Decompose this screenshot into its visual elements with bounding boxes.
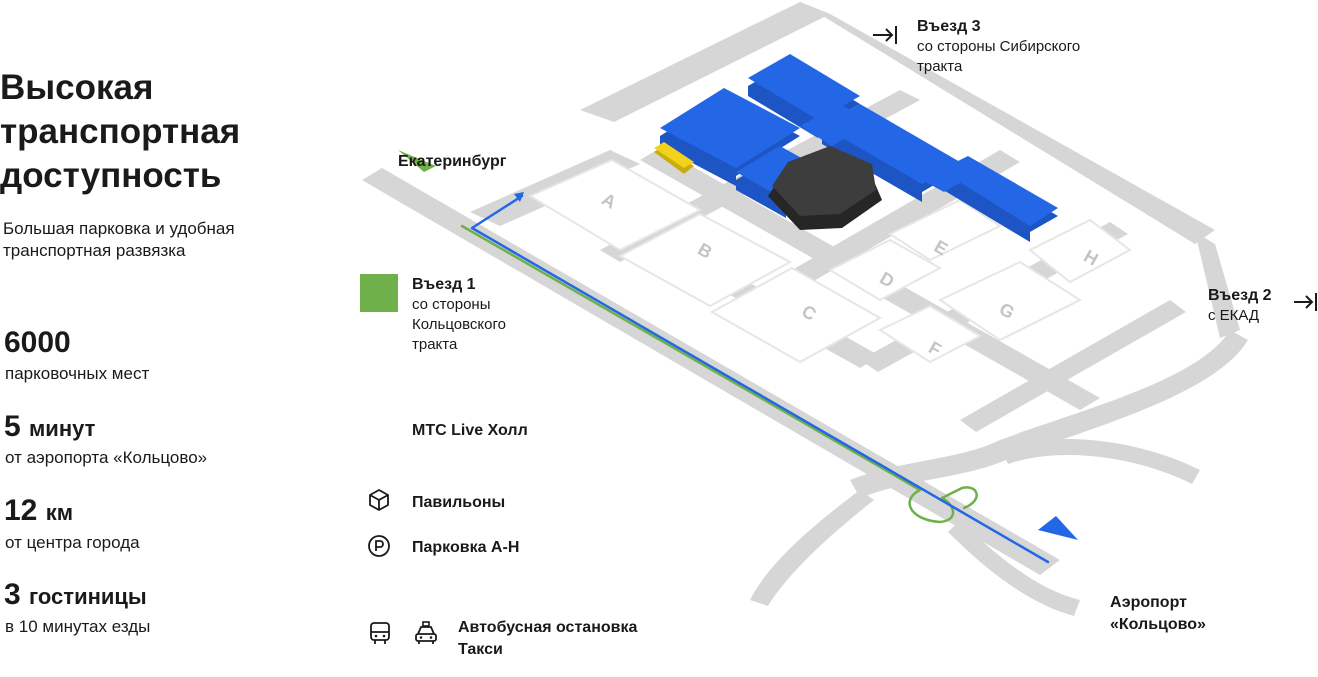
stat-center-caption: от центра города xyxy=(5,533,140,552)
stat-parking-number: 6000 xyxy=(4,326,71,360)
stat-center-number: 12 км xyxy=(4,494,73,530)
zone-h xyxy=(1028,218,1132,284)
entry-1-line-3: тракта xyxy=(412,336,458,353)
green-route xyxy=(460,224,978,524)
entry-3-line-1: со стороны Сибирского xyxy=(917,38,1081,55)
stat-unit: минут xyxy=(29,416,96,441)
routes xyxy=(460,192,1050,564)
stat-value: 5 xyxy=(4,410,21,443)
entry-1-swatch xyxy=(360,274,398,312)
parking-zones xyxy=(527,158,1132,364)
airport-label: Аэропорт «Кольцово» xyxy=(1110,592,1270,636)
bus-icon xyxy=(370,622,390,644)
legend-taxi-label: Такси xyxy=(458,641,503,658)
legend-pavilions: Павильоны xyxy=(412,494,506,511)
stat-airport-number: 5 минут xyxy=(4,410,95,446)
airport-label-line-2: «Кольцово» xyxy=(1110,616,1206,633)
legend-bus-taxi: Автобусная остановка Такси xyxy=(458,617,637,661)
pavilion-connector-1 xyxy=(800,104,872,146)
zone-g xyxy=(937,260,1083,342)
entry-2-title: Въезд 2 xyxy=(1208,287,1272,304)
zone-b xyxy=(617,212,793,308)
ekaterinburg-label: Екатеринбург xyxy=(398,153,507,170)
entry-1-line-2: Кольцовского xyxy=(412,316,506,333)
pavilion-2 xyxy=(748,54,860,120)
entry-3-label: Въезд 3 со стороны Сибирского тракта xyxy=(917,17,1137,77)
zone-d xyxy=(827,238,943,302)
parking-p-icon xyxy=(368,535,390,557)
stat-parking-caption: парковочных мест xyxy=(5,364,150,383)
stat-value: 3 xyxy=(4,578,21,611)
stat-value: 12 xyxy=(4,494,38,527)
taxi-icon xyxy=(415,621,437,644)
zone-e xyxy=(887,198,1003,262)
page-title: Высокая транспортная доступность xyxy=(0,66,330,198)
title-line-3: доступность xyxy=(0,156,222,195)
zone-f xyxy=(877,304,983,364)
legend-hall: МТС Live Холл xyxy=(412,422,528,439)
subtitle: Большая парковка и удобная транспортная … xyxy=(3,218,303,262)
title-line-1: Высокая xyxy=(0,68,154,107)
arrow-to-bar-icon xyxy=(1294,293,1317,311)
stat-hotels-caption: в 10 минутах езды xyxy=(5,617,151,636)
mts-live-hall xyxy=(768,146,882,230)
pavilion-1 xyxy=(660,88,800,168)
stat-unit: гостиницы xyxy=(29,584,147,609)
zone-c-left xyxy=(709,266,883,364)
entry-2-label: Въезд 2 с ЕКАД xyxy=(1208,286,1298,326)
legend-bus-label: Автобусная остановка xyxy=(458,619,638,636)
entry-1-legend: Въезд 1 со стороны Кольцовского тракта xyxy=(412,275,582,355)
stat-hotels-number: 3 гостиницы xyxy=(4,578,147,614)
entry-3-title: Въезд 3 xyxy=(917,18,981,35)
pavilion-4 xyxy=(940,156,1058,226)
airport-direction-arrow xyxy=(1038,516,1078,540)
entry-2-line-1: с ЕКАД xyxy=(1208,307,1260,324)
stat-airport-caption: от аэропорта «Кольцово» xyxy=(5,448,208,467)
entry-3-line-2: тракта xyxy=(917,58,963,75)
stat-value: 6000 xyxy=(4,326,71,359)
stat-unit: км xyxy=(45,500,74,525)
arrow-to-bar-icon xyxy=(873,26,897,44)
entry-1-title: Въезд 1 xyxy=(412,276,476,293)
title-line-2: транспортная xyxy=(0,112,241,151)
subtitle-line-2: транспортная развязка xyxy=(3,241,186,260)
subtitle-line-1: Большая парковка и удобная xyxy=(3,219,235,238)
pavilion-connector-2 xyxy=(922,164,972,192)
blue-route xyxy=(470,194,1050,564)
zone-a xyxy=(527,158,703,252)
taxi-stand xyxy=(654,142,694,174)
entry-1-line-1: со стороны xyxy=(412,296,491,313)
cube-icon xyxy=(369,489,389,511)
ekaterinburg-direction-arrow xyxy=(398,150,436,172)
legend-parking: Парковка А-Н xyxy=(412,539,520,556)
airport-label-line-1: Аэропорт xyxy=(1110,594,1187,611)
